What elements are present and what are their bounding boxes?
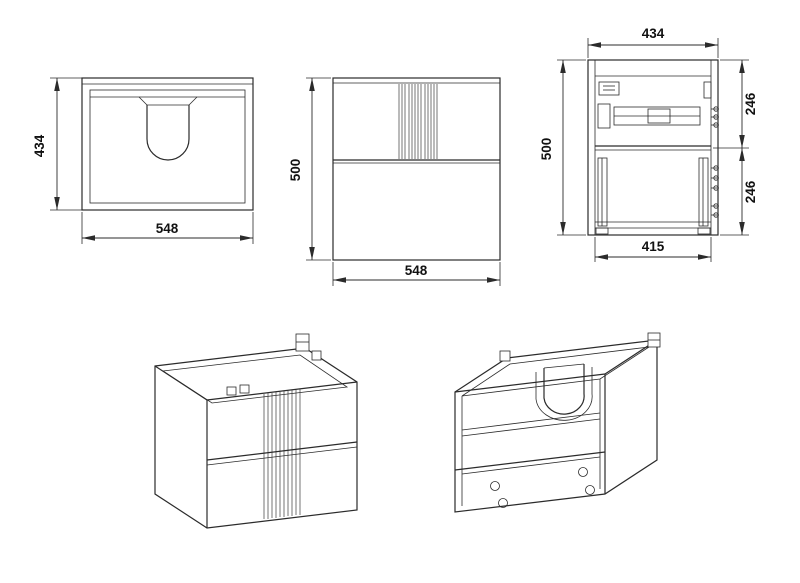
dim-rear-view-lower-section: 246 bbox=[743, 180, 758, 203]
lower-drawer-slides bbox=[597, 157, 709, 227]
mounting-brackets-open bbox=[499, 332, 661, 362]
fluted-texture-front-view bbox=[398, 84, 438, 159]
iso-view-open-carcass bbox=[454, 332, 661, 513]
rear-view-dimensions: 434 500 246 246 415 bbox=[539, 26, 758, 262]
dim-front-view-height: 500 bbox=[288, 159, 303, 182]
dim-rear-view-upper-section: 246 bbox=[743, 92, 758, 115]
dim-rear-view-top-width: 434 bbox=[642, 26, 665, 41]
siphon-cutout bbox=[146, 105, 190, 161]
top-opening-rim bbox=[161, 354, 349, 404]
rear-view bbox=[587, 59, 719, 236]
front-view bbox=[332, 77, 501, 261]
mounting-brackets-assembled bbox=[226, 333, 322, 396]
lower-screws bbox=[711, 165, 719, 218]
assembly-hole bbox=[498, 498, 508, 508]
front-view-dimensions: 500 548 bbox=[288, 77, 501, 286]
basin-edge-right bbox=[188, 96, 198, 106]
basin-edge-left bbox=[138, 96, 148, 106]
top-view bbox=[81, 77, 254, 211]
upper-drawer-slide bbox=[597, 103, 701, 129]
dim-top-view-width: 548 bbox=[156, 221, 179, 236]
dim-front-view-width: 548 bbox=[405, 263, 428, 278]
upper-screws bbox=[711, 106, 719, 128]
assembly-hole bbox=[585, 485, 595, 495]
mounting-plate bbox=[598, 81, 620, 96]
top-view-dimensions: 434 548 bbox=[32, 77, 254, 244]
interior-rails bbox=[461, 379, 601, 506]
bottom-front-rail bbox=[454, 451, 606, 508]
interior-basin bbox=[535, 363, 593, 421]
dim-rear-view-height: 500 bbox=[539, 138, 554, 161]
iso-view-assembled bbox=[154, 333, 358, 529]
assembly-hole bbox=[490, 481, 500, 491]
dim-rear-view-inner-width: 415 bbox=[642, 239, 665, 254]
dim-top-view-height: 434 bbox=[32, 134, 47, 157]
assembly-hole bbox=[578, 467, 588, 477]
fluted-texture-iso bbox=[263, 389, 301, 519]
